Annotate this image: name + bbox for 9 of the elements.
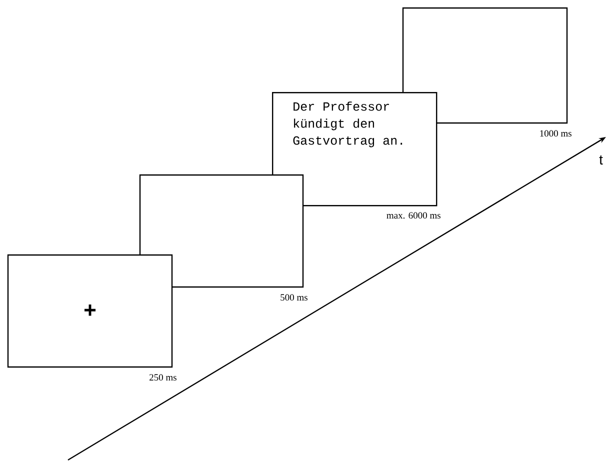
- duration-label: 500 ms: [280, 294, 308, 301]
- blank-screen: [139, 174, 304, 288]
- duration-label: 1000 ms: [540, 130, 572, 137]
- stimulus-screen: +: [7, 254, 173, 368]
- axis-label: t: [599, 155, 603, 165]
- duration-label: 250 ms: [150, 374, 176, 381]
- duration-label: max. 6000 ms: [386, 212, 440, 219]
- blank-screen: [402, 7, 568, 124]
- stimulus-screen: Der Professor kündigt den Gastvortrag an.: [272, 92, 438, 206]
